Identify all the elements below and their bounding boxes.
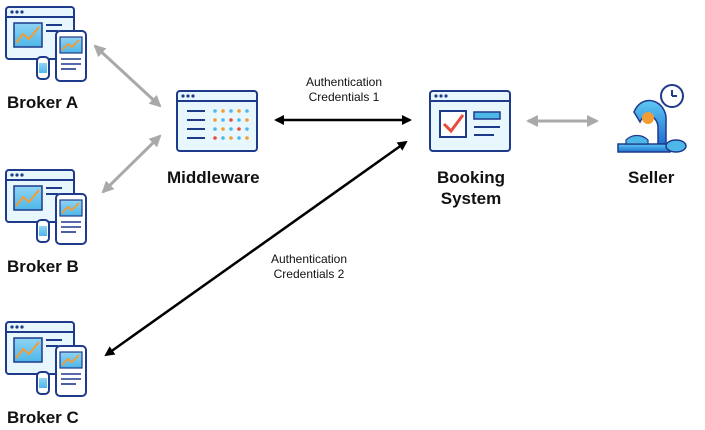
credentials-1-label: Authentication Credentials 1: [294, 75, 394, 105]
credentials-2-line2: Credentials 2: [273, 267, 345, 281]
broker-b-label: Broker B: [7, 257, 79, 276]
arrow-broker-a-middleware: [93, 44, 162, 108]
seller-icon: [617, 84, 687, 153]
credentials-1-line1: Authentication: [305, 75, 383, 89]
middleware-label: Middleware: [167, 168, 260, 187]
broker-c-label: Broker C: [7, 408, 79, 427]
seller-label: Seller: [628, 168, 675, 187]
broker-b-icon: [5, 169, 87, 245]
booking-system-icon: [429, 90, 511, 152]
credentials-2-label: Authentication Credentials 2: [259, 252, 359, 282]
credentials-1-line2: Credentials 1: [308, 90, 380, 104]
middleware-icon: [176, 90, 258, 152]
credentials-2-line1: Authentication: [270, 252, 348, 266]
booking-system-label-line1: Booking: [437, 168, 505, 187]
arrow-broker-c-booking: [104, 140, 408, 357]
broker-a-label: Broker A: [7, 93, 79, 112]
arrow-broker-b-middleware: [101, 134, 162, 194]
broker-c-icon: [5, 321, 87, 397]
booking-system-label-line2: System: [440, 189, 502, 208]
broker-a-icon: [5, 6, 87, 82]
booking-system-label: Booking System: [432, 167, 510, 209]
